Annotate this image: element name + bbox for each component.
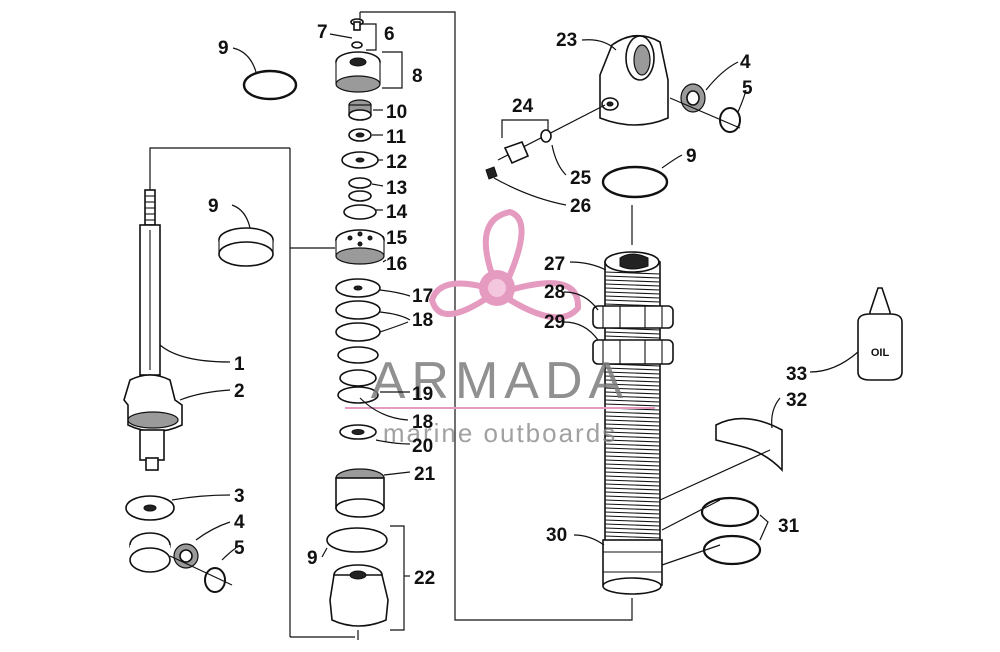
callout-29: 29 (544, 312, 565, 333)
callout-15: 15 (386, 228, 408, 249)
callout-16: 16 (386, 254, 407, 275)
callout-12: 12 (386, 152, 407, 173)
oil-bottle-label: OIL (871, 347, 890, 359)
callout-2: 2 (234, 381, 245, 402)
screw-7 (350, 18, 364, 31)
callout-24: 24 (512, 96, 534, 117)
propeller-logo-icon (428, 208, 582, 321)
callout-18-upper: 18 (412, 310, 433, 331)
callout-32: 32 (786, 390, 807, 411)
callout-1: 1 (234, 354, 245, 375)
o-ring-9-lower (326, 527, 388, 553)
body-leaders (659, 449, 771, 566)
callout-6: 6 (384, 24, 395, 45)
callout-27: 27 (544, 254, 565, 275)
watermark-tagline: marine outboards (383, 418, 617, 448)
callout-14: 14 (386, 202, 408, 223)
callout-11: 11 (386, 127, 407, 148)
callout-23: 23 (556, 30, 577, 51)
wear-band-9 (218, 227, 274, 267)
lock-rings-28-29 (592, 305, 674, 365)
callout-31: 31 (778, 516, 800, 537)
end-cap-22 (329, 564, 389, 627)
callout-9-band: 9 (208, 196, 219, 217)
callout-21: 21 (414, 464, 436, 485)
callout-25: 25 (570, 168, 592, 189)
callout-18-lower: 18 (412, 412, 433, 433)
callout-10: 10 (386, 102, 407, 123)
shim-stack-17-18 (335, 278, 381, 387)
callout-17: 17 (412, 286, 433, 307)
piston-rod (139, 189, 161, 376)
valve-24-25-26 (485, 104, 606, 180)
callout-28: 28 (544, 282, 565, 303)
callout-7: 7 (317, 22, 328, 43)
o-ring-9-top (242, 69, 298, 101)
callout-9-top: 9 (218, 38, 229, 59)
eyelet-23 (599, 34, 669, 126)
snap-ring-5-right (719, 107, 741, 133)
callout-4-right: 4 (740, 52, 751, 73)
callout-33: 33 (786, 364, 807, 385)
bushing-10 (348, 99, 372, 121)
callout-4-left: 4 (234, 512, 245, 533)
washer-3 (125, 495, 175, 521)
callout-26: 26 (570, 196, 591, 217)
rod-seal-housing (123, 374, 183, 471)
callout-5-right: 5 (742, 78, 753, 99)
bumper-21 (335, 468, 385, 518)
callout-22: 22 (414, 568, 435, 589)
watermark-brand: ARMADA (371, 352, 629, 410)
group-bracket-left (149, 147, 355, 638)
armada-watermark: ARMADA marine outboards (345, 208, 655, 448)
callout-leaders (159, 23, 859, 631)
callout-13: 13 (386, 178, 407, 199)
oil-bottle-33: OIL (857, 287, 903, 381)
disc-stack (341, 128, 379, 220)
bushing-left (129, 532, 171, 573)
spring-retainer-32 (715, 417, 783, 473)
callout-19: 19 (412, 384, 433, 405)
washer-6 (351, 41, 363, 49)
snap-ring-5-left (204, 567, 226, 593)
callout-8: 8 (412, 66, 423, 87)
callout-9-right: 9 (686, 146, 697, 167)
o-ring-9-right (601, 165, 669, 199)
piston-15-16 (335, 229, 385, 265)
cap-8 (335, 51, 381, 93)
clips-31 (700, 496, 762, 566)
callout-30: 30 (546, 525, 567, 546)
callout-5-left: 5 (234, 538, 245, 559)
callout-labels: 9 7 6 8 10 11 12 13 14 15 16 17 18 19 18… (208, 22, 807, 589)
callout-20: 20 (412, 436, 433, 457)
callout-9-lower: 9 (307, 548, 318, 569)
bearing-4-left (173, 543, 199, 569)
valve-plate-19-20 (337, 386, 379, 440)
callout-3: 3 (234, 486, 245, 507)
